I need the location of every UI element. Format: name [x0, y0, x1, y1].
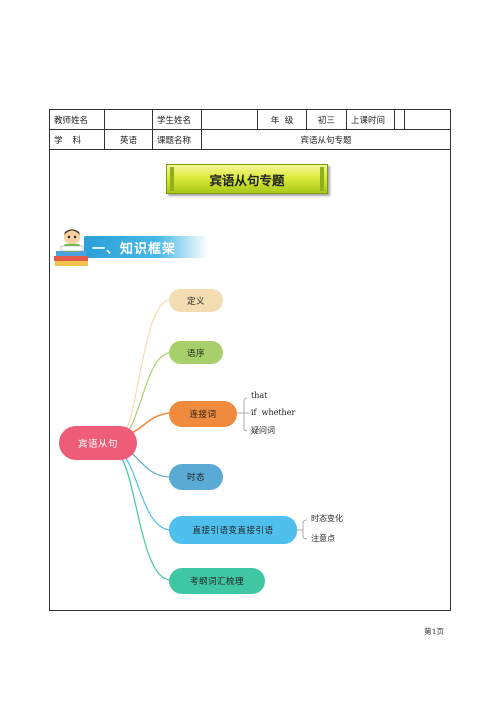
- banner-left-notch: [170, 167, 174, 191]
- node-root: 宾语从句: [59, 426, 137, 460]
- topic-label: 课题名称: [152, 129, 202, 150]
- speech-bracket: [302, 519, 308, 540]
- topic-value: 宾语从句专题: [201, 129, 451, 150]
- conj-bracket: [243, 397, 248, 432]
- section-bar: [84, 236, 208, 258]
- leaf-if-whether: if whether: [251, 408, 296, 417]
- subject-label: 学科: [49, 129, 105, 150]
- mindmap: 宾语从句 定义 语序 连接词 时态 直接引语变直接引语 考纲词汇梳理 that …: [49, 270, 451, 610]
- node-conjunction: 连接词: [169, 401, 237, 427]
- section-header: 一、知识框架: [52, 226, 212, 268]
- banner-title: 宾语从句专题: [209, 172, 285, 188]
- connector-definition: [118, 299, 170, 441]
- connector-reported-speech: [118, 449, 170, 531]
- leaf-that: that: [251, 391, 268, 400]
- subject-value: 英语: [104, 129, 153, 150]
- banner-right-notch: [320, 167, 324, 191]
- leaf-tense-change: 时态变化: [311, 514, 343, 523]
- time-value[interactable]: [394, 109, 405, 130]
- student-value[interactable]: [201, 109, 258, 130]
- grade-value: 初三: [306, 109, 347, 130]
- info-table: 教师姓名 学生姓名 年 级 初三 上课时间 学科 英语 课题名称 宾语从句专题: [49, 109, 451, 150]
- node-word-order: 语序: [169, 341, 223, 364]
- student-label: 学生姓名: [152, 109, 202, 130]
- info-row-1: 教师姓名 学生姓名 年 级 初三 上课时间: [49, 109, 451, 130]
- section-title: 一、知识框架: [92, 242, 177, 257]
- leaf-question-word: 疑问词: [251, 426, 275, 435]
- blank-cell: [404, 109, 451, 130]
- page-number: 第1页: [424, 627, 444, 636]
- node-vocab: 考纲词汇梳理: [169, 568, 265, 594]
- node-definition: 定义: [169, 289, 223, 312]
- info-row-2: 学科 英语 课题名称 宾语从句专题: [49, 129, 451, 150]
- grade-label: 年 级: [257, 109, 307, 130]
- connector-vocab: [116, 451, 170, 581]
- teacher-label: 教师姓名: [49, 109, 105, 130]
- node-tense: 时态: [169, 464, 223, 490]
- node-reported-speech: 直接引语变直接引语: [169, 516, 297, 544]
- time-label: 上课时间: [346, 109, 395, 130]
- leaf-notes: 注意点: [311, 534, 335, 543]
- title-banner: 宾语从句专题: [166, 164, 328, 194]
- teacher-value[interactable]: [104, 109, 153, 130]
- student-reading-icon: [54, 229, 88, 266]
